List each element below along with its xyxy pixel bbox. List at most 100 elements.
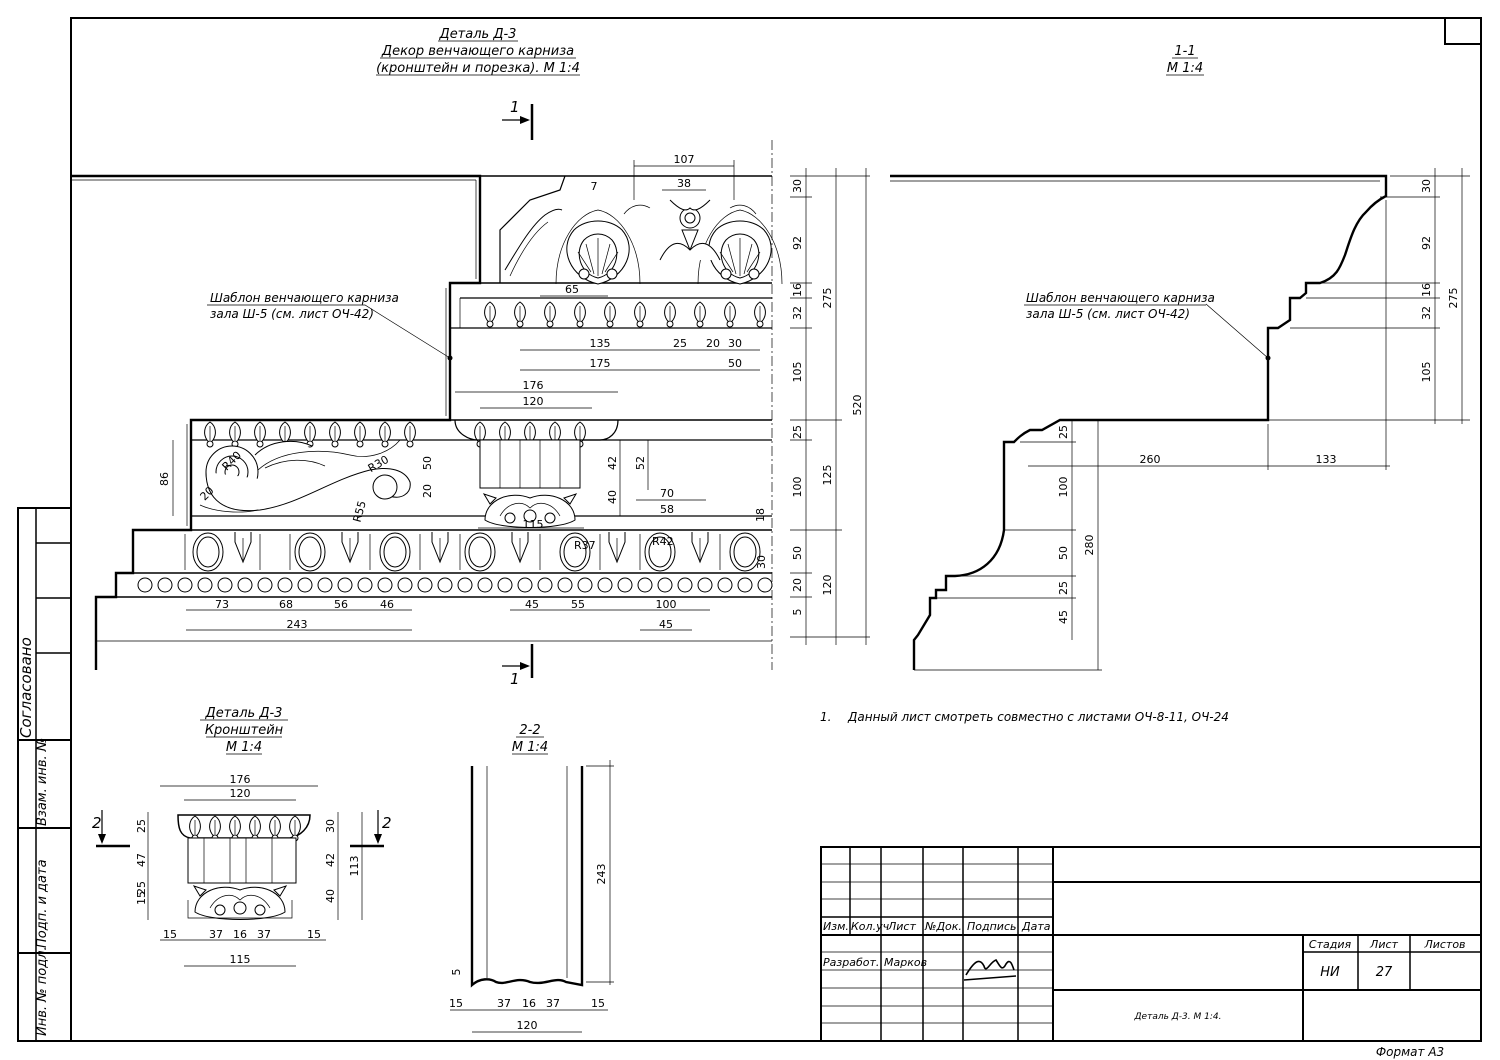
svg-text:15: 15 [135, 891, 148, 905]
tb-name: Марков [884, 956, 927, 969]
stamp-replace-inv: Взам. инв. № [35, 738, 50, 826]
svg-text:115: 115 [523, 518, 544, 531]
svg-text:30: 30 [1420, 179, 1433, 193]
title-detail-bracket: Деталь Д-3 Кронштейн М 1:4 [200, 706, 288, 755]
sheet-corner-box [1444, 17, 1482, 45]
svg-text:5: 5 [791, 609, 804, 616]
tb-sheet-header: Лист [1369, 938, 1398, 951]
svg-text:92: 92 [1420, 236, 1433, 250]
svg-text:25: 25 [1057, 581, 1070, 595]
title-section-2-2: 2-2 М 1:4 [512, 723, 548, 755]
svg-text:50: 50 [421, 456, 434, 470]
title-detail-main: Деталь Д-3 Декор венчающего карниза (кро… [376, 27, 580, 76]
svg-text:37: 37 [257, 928, 271, 941]
svg-text:105: 105 [791, 362, 804, 383]
svg-text:120: 120 [230, 787, 251, 800]
svg-text:40: 40 [324, 889, 337, 903]
svg-text:70: 70 [660, 487, 674, 500]
callout-template-left-1: Шаблон венчающего карниза [210, 291, 399, 305]
svg-text:260: 260 [1140, 453, 1161, 466]
tb-stage: НИ [1320, 965, 1340, 980]
tb-sheets-header: Листов [1423, 938, 1465, 951]
svg-text:30: 30 [728, 337, 742, 350]
svg-text:Данный лист смотреть совместно: Данный лист смотреть совместно с листами… [847, 710, 1229, 724]
svg-text:30: 30 [791, 179, 804, 193]
svg-text:(кронштейн и порезка). М 1:4: (кронштейн и порезка). М 1:4 [376, 61, 580, 76]
svg-text:50: 50 [791, 546, 804, 560]
svg-text:38: 38 [677, 177, 691, 190]
svg-text:135: 135 [590, 337, 611, 350]
svg-text:16: 16 [233, 928, 247, 941]
svg-text:42: 42 [606, 456, 619, 470]
svg-text:1: 1 [510, 670, 520, 688]
tb-header-doc: №Док. [924, 920, 962, 933]
svg-text:2: 2 [382, 814, 392, 832]
callout-template-right-2: зала Ш-5 (см. лист ОЧ-42) [1026, 307, 1190, 321]
svg-text:5: 5 [450, 969, 463, 976]
svg-text:1-1: 1-1 [1174, 44, 1195, 59]
svg-text:25: 25 [791, 425, 804, 439]
svg-text:18: 18 [754, 508, 767, 522]
svg-text:1.: 1. [820, 710, 831, 724]
svg-text:15: 15 [307, 928, 321, 941]
svg-text:45: 45 [659, 618, 673, 631]
svg-text:25: 25 [1057, 425, 1070, 439]
svg-text:175: 175 [590, 357, 611, 370]
svg-text:65: 65 [565, 283, 579, 296]
svg-text:Кронштейн: Кронштейн [205, 723, 284, 738]
svg-text:50: 50 [728, 357, 742, 370]
svg-text:15: 15 [449, 997, 463, 1010]
cut-mark-1-bottom: 1 [502, 644, 534, 688]
svg-text:176: 176 [523, 379, 544, 392]
svg-text:243: 243 [287, 618, 308, 631]
svg-text:М 1:4: М 1:4 [226, 740, 262, 755]
stamp-sign-date: Подп. и дата [35, 859, 50, 948]
svg-text:1: 1 [510, 98, 520, 116]
svg-text:275: 275 [1447, 288, 1460, 309]
svg-text:92: 92 [791, 236, 804, 250]
svg-text:М 1:4: М 1:4 [1167, 61, 1203, 76]
title-block: Изм. Кол.уч Лист №Док. Подпись Дата Разр… [820, 846, 1482, 1042]
svg-text:42: 42 [324, 853, 337, 867]
svg-text:100: 100 [791, 477, 804, 498]
svg-text:16: 16 [791, 283, 804, 297]
svg-text:275: 275 [821, 288, 834, 309]
svg-text:52: 52 [634, 456, 647, 470]
svg-text:46: 46 [380, 598, 394, 611]
svg-text:37: 37 [497, 997, 511, 1010]
svg-text:120: 120 [821, 575, 834, 596]
svg-text:73: 73 [215, 598, 229, 611]
svg-text:45: 45 [1057, 610, 1070, 624]
svg-text:16: 16 [1420, 283, 1433, 297]
main-elevation: Шаблон венчающего карниза зала Ш-5 (см. … [71, 140, 783, 670]
svg-text:55: 55 [571, 598, 585, 611]
svg-text:120: 120 [523, 395, 544, 408]
svg-text:47: 47 [135, 853, 148, 867]
svg-text:32: 32 [1420, 306, 1433, 320]
svg-text:40: 40 [606, 490, 619, 504]
svg-text:Деталь Д-3: Деталь Д-3 [439, 27, 517, 42]
svg-text:30: 30 [324, 819, 337, 833]
tb-role: Разработ. [823, 956, 879, 969]
svg-text:М 1:4: М 1:4 [512, 740, 548, 755]
signature [963, 959, 1017, 981]
svg-text:243: 243 [595, 864, 608, 885]
svg-text:133: 133 [1316, 453, 1337, 466]
side-stamp: Согласовано Взам. инв. № Подп. и дата Ин… [17, 507, 72, 1042]
svg-text:45: 45 [525, 598, 539, 611]
svg-text:R37: R37 [574, 539, 596, 552]
main-dimensions: 107 38 7 65 135 25 20 30 175 50 176 120 … [158, 153, 870, 645]
tb-header-izm: Изм. [823, 920, 849, 933]
tb-header-koluch: Кол.уч [851, 920, 890, 933]
svg-text:58: 58 [660, 503, 674, 516]
detail-bracket: 2 2 [92, 810, 392, 920]
svg-text:50: 50 [1057, 546, 1070, 560]
tb-stage-header: Стадия [1309, 938, 1352, 951]
general-note: 1. Данный лист смотреть совместно с лист… [820, 710, 1229, 724]
svg-text:15: 15 [591, 997, 605, 1010]
section-2-2: 243 5 15 37 16 37 15 120 [449, 760, 614, 1033]
svg-text:56: 56 [334, 598, 348, 611]
svg-text:16: 16 [522, 997, 536, 1010]
svg-text:520: 520 [851, 395, 864, 416]
